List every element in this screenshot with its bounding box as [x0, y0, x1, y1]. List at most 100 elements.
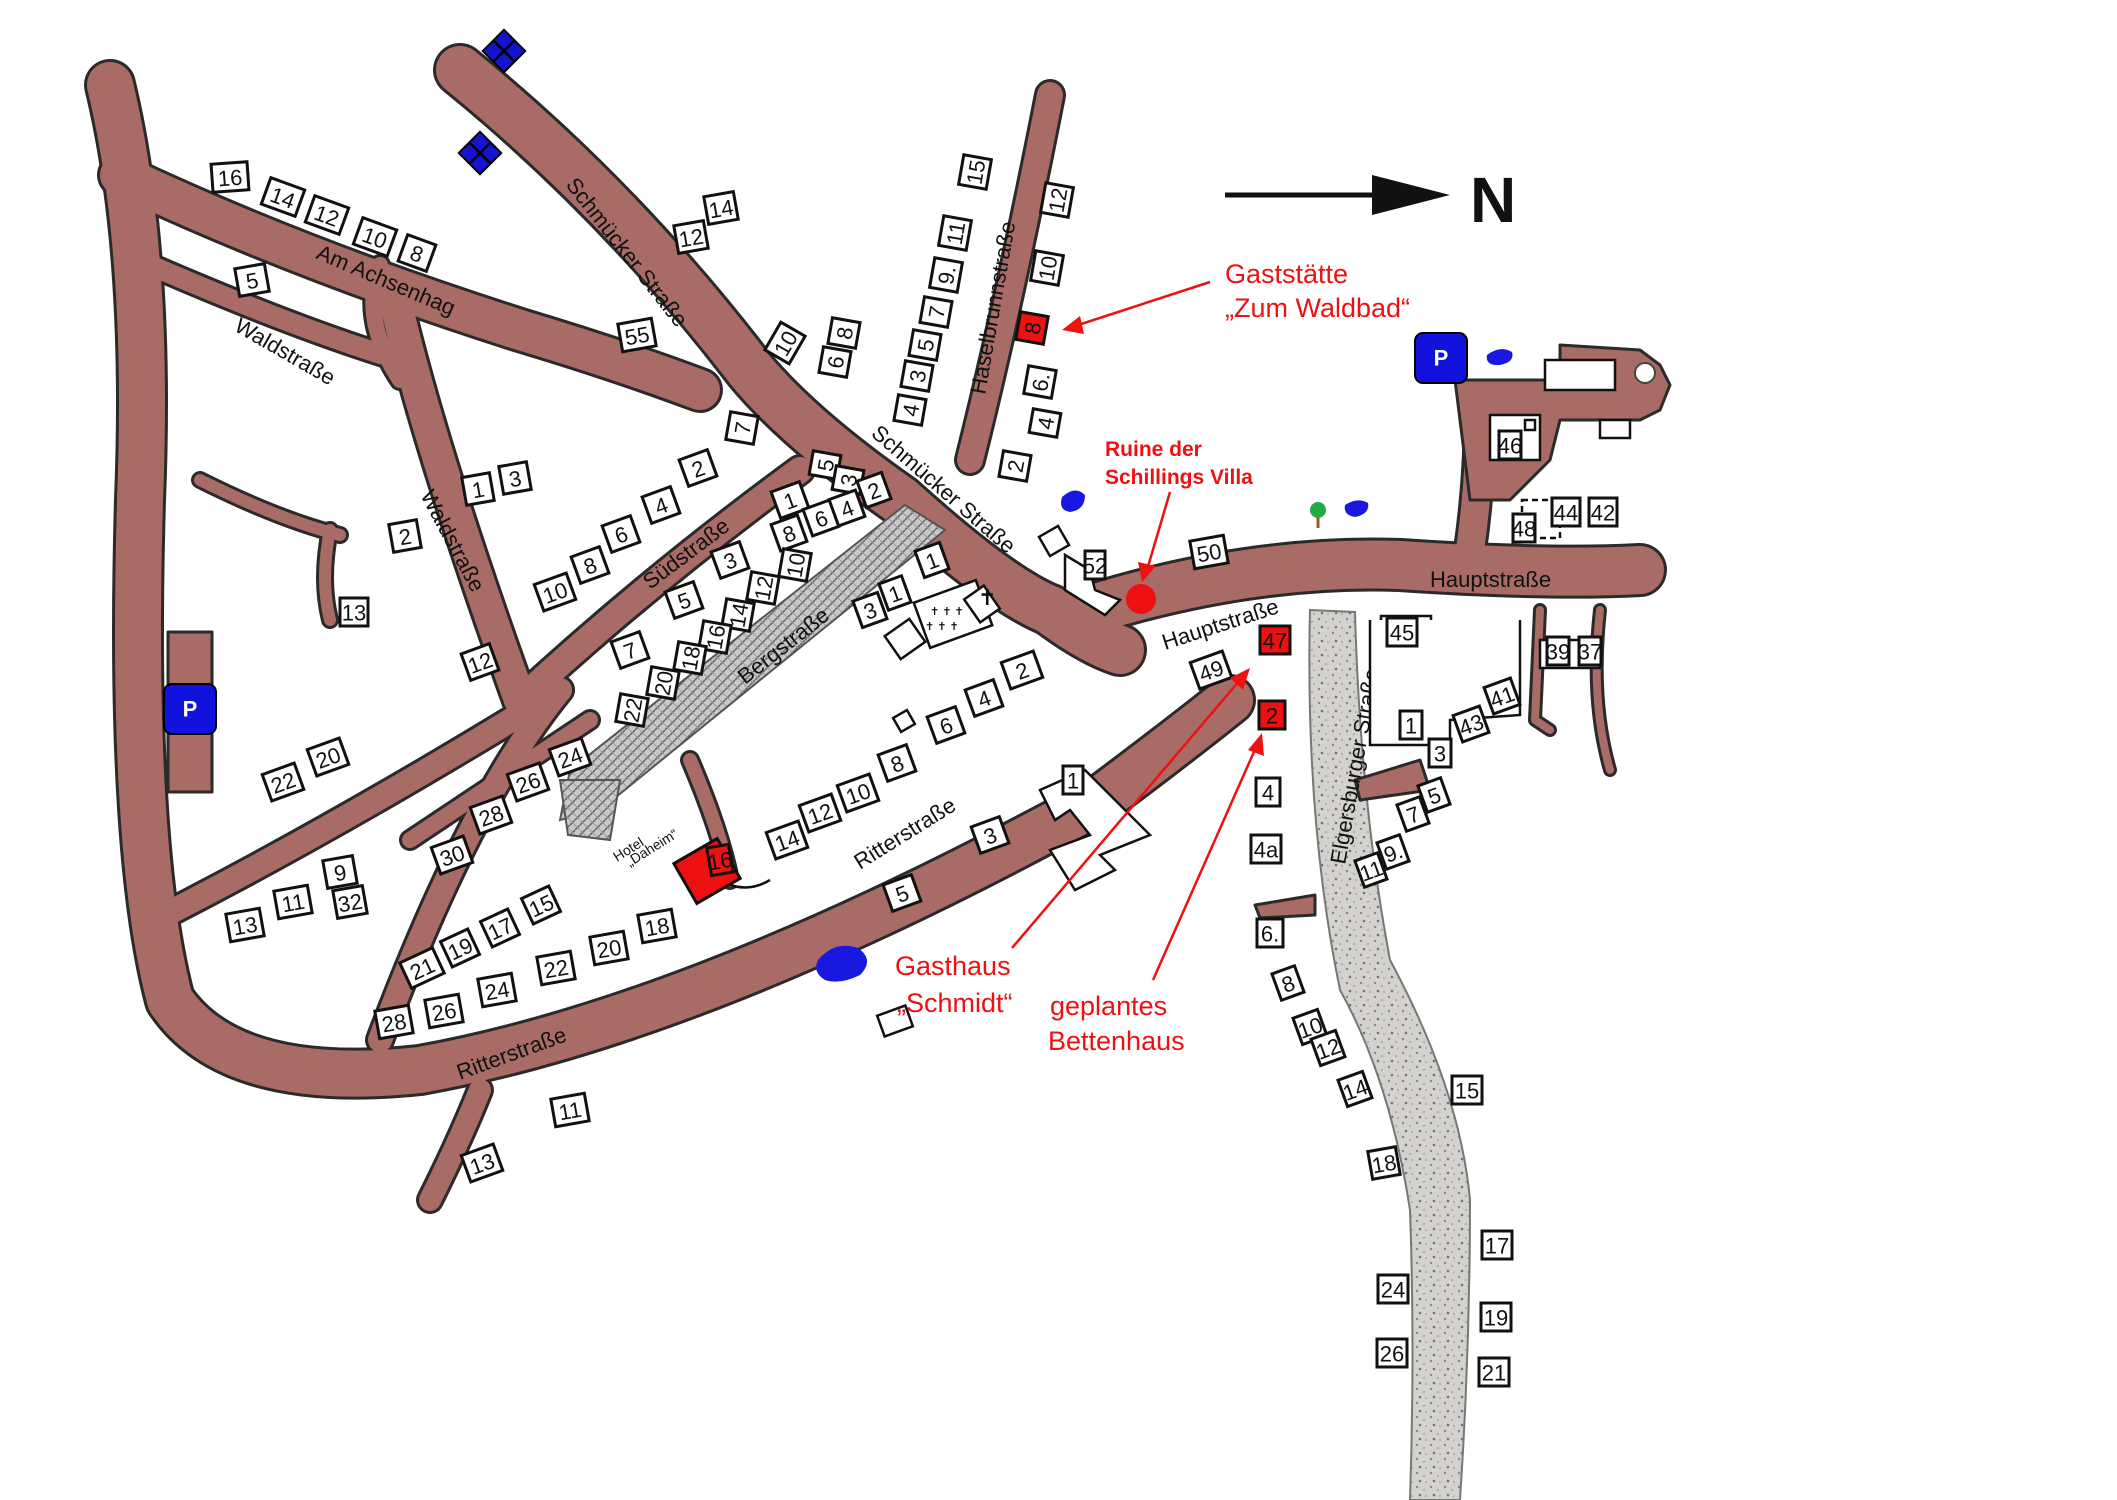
house-number-bergstrasse-1[interactable]: 1	[769, 479, 811, 521]
house-number-bergstrasse-18[interactable]: 18	[672, 640, 708, 676]
house-number-haselbrunn-12[interactable]: 12	[1038, 181, 1076, 219]
house-number-sudstrasse-6[interactable]: 6	[600, 513, 642, 555]
annotation-gasthaus[interactable]: Gasthaus „Schmidt“	[895, 668, 1250, 1018]
house-number-elgers-41[interactable]: 41	[1482, 676, 1522, 716]
house-number-haselbrunn-9[interactable]: 9.	[927, 256, 965, 294]
house-number-schmucker-6-8b[interactable]: 8	[826, 316, 862, 350]
house-number-elgers-26[interactable]: 26	[1375, 1337, 1409, 1369]
house-number-ritter-14[interactable]: 14	[764, 819, 810, 861]
house-number-ritter-2[interactable]: 2	[999, 649, 1045, 691]
house-number-bergstrasse-1b[interactable]: 1	[877, 573, 913, 613]
house-number-haupt-49[interactable]: 49	[1188, 649, 1234, 691]
house-number-bergstrasse-2[interactable]: 2	[855, 470, 893, 510]
house-number-waldstrasse-1[interactable]: 1	[460, 471, 496, 507]
house-number-elgers-9[interactable]: 9.	[1375, 832, 1411, 872]
house-number-elgers-8[interactable]: 8	[1270, 963, 1306, 1003]
house-number-elgers-7[interactable]: 7	[1395, 794, 1431, 834]
house-number-schmucker-12-14a[interactable]: 12	[672, 218, 710, 256]
house-number-elgers-1[interactable]: 1	[1398, 709, 1424, 741]
house-number-bergstrasse-10[interactable]: 10	[777, 547, 813, 583]
annotation-bettenhaus[interactable]: geplantes Bettenhaus	[1048, 733, 1264, 1056]
house-number-bergstrasse-20[interactable]: 20	[645, 665, 681, 701]
house-number-haupt-52[interactable]: 52	[1083, 549, 1107, 581]
house-number-elgers-4a[interactable]: 4a	[1249, 833, 1283, 865]
house-number-schmucker-12-14b[interactable]: 14	[702, 189, 740, 227]
house-number-haselbrunn-3[interactable]: 3	[899, 359, 935, 393]
house-number-haupt-42[interactable]: 42	[1587, 496, 1619, 528]
house-number-ritter-28[interactable]: 28	[468, 794, 514, 836]
house-number-waldstrasse-22[interactable]: 22	[260, 761, 306, 803]
house-number-elgers-12[interactable]: 12	[1309, 1028, 1347, 1068]
house-number-elgers-3[interactable]: 3	[1427, 737, 1453, 769]
house-number-ritter-9[interactable]: 9	[321, 853, 359, 891]
house-number-elgers-15[interactable]: 15	[1450, 1074, 1484, 1106]
house-number-ritter-15[interactable]: 15	[519, 883, 563, 927]
house-number-ritter-17[interactable]: 17	[478, 906, 522, 950]
house-number-waldstrasse-3[interactable]: 3	[497, 460, 533, 496]
house-number-bergstrasse-14[interactable]: 14	[720, 597, 756, 633]
house-number-am-achsenhag-16[interactable]: 16	[209, 160, 251, 194]
house-number-sudstrasse-10[interactable]: 10	[532, 571, 578, 613]
house-number-elgers-2[interactable]: 2	[1257, 699, 1287, 731]
house-number-haupt-47[interactable]: 47	[1258, 624, 1292, 656]
annotation-ruine[interactable]: Ruine der Schillings Villa	[1105, 438, 1253, 582]
house-number-bergstrasse-8[interactable]: 8	[769, 513, 809, 553]
house-number-sudstrasse-8[interactable]: 8	[569, 544, 611, 586]
house-number-bergstrasse-4[interactable]: 4	[827, 488, 867, 528]
house-number-haupt-50[interactable]: 50	[1188, 533, 1230, 571]
house-number-bergstrasse-3b[interactable]: 3	[851, 590, 889, 630]
house-number-elgers-21[interactable]: 21	[1477, 1356, 1511, 1388]
house-number-bergstrasse-1c[interactable]: 1	[913, 540, 951, 580]
house-number-haupt-1[interactable]: 1	[1061, 764, 1085, 796]
house-number-ritter-10[interactable]: 10	[835, 772, 881, 814]
house-number-ritter-11b[interactable]: 11	[549, 1091, 591, 1129]
house-number-sudstrasse-7[interactable]: 7	[609, 629, 651, 671]
house-number-haupt-46[interactable]: 46	[1497, 429, 1523, 461]
house-number-bergstrasse-3[interactable]: 3	[830, 464, 866, 496]
house-number-elgers-18[interactable]: 18	[1366, 1145, 1402, 1181]
house-number-waldstrasse-5[interactable]: 5	[233, 261, 271, 299]
house-number-ritter-20[interactable]: 20	[588, 929, 630, 967]
house-number-ritter-26b[interactable]: 26	[423, 992, 465, 1030]
house-number-ritter-24[interactable]: 24	[547, 736, 593, 778]
house-number-haselbrunn-4[interactable]: 4	[892, 393, 928, 427]
house-number-waldstrasse-13[interactable]: 13	[338, 596, 370, 628]
house-number-bergstrasse-22[interactable]: 22	[614, 692, 650, 728]
house-number-ritter-28b[interactable]: 28	[373, 1003, 415, 1041]
house-number-ritter-12[interactable]: 12	[797, 792, 843, 834]
house-number-sudstrasse-4[interactable]: 4	[640, 484, 682, 526]
house-number-elgers-24[interactable]: 24	[1376, 1273, 1410, 1305]
house-number-haupt-39[interactable]: 39	[1545, 635, 1571, 667]
house-number-ritter-8[interactable]: 8	[876, 742, 918, 784]
house-number-bergstrasse-5[interactable]: 5	[807, 449, 843, 481]
house-number-elgers-4[interactable]: 4	[1254, 776, 1282, 808]
ruine-marker-icon[interactable]	[1126, 584, 1156, 614]
house-number-elgers-6[interactable]: 6.	[1255, 917, 1285, 949]
house-number-elgers-19[interactable]: 19	[1479, 1301, 1513, 1333]
house-number-ritter-18[interactable]: 18	[636, 907, 678, 945]
house-number-sudstrasse-2[interactable]: 2	[677, 447, 719, 489]
house-number-haupt-37[interactable]: 37	[1577, 635, 1603, 667]
parking-east[interactable]: P	[1414, 332, 1468, 384]
house-number-ritter-16[interactable]: 16	[704, 842, 736, 878]
house-number-haselbrunn-7[interactable]: 7	[918, 295, 954, 329]
house-number-elgers-5[interactable]: 5	[1416, 775, 1452, 815]
house-number-am-achsenhag-14[interactable]: 14	[259, 175, 307, 219]
annotation-gaststaette[interactable]: Gaststätte „Zum Waldbad“	[1062, 259, 1410, 334]
house-number-ritter-4[interactable]: 4	[963, 677, 1005, 719]
house-number-am-achsenhag-12[interactable]: 12	[303, 193, 351, 237]
house-number-ritter-32[interactable]: 32	[331, 883, 369, 921]
house-number-haselbrunn-11[interactable]: 11	[936, 214, 974, 252]
house-number-ritter-13b[interactable]: 13	[459, 1142, 505, 1184]
house-number-haselbrunn-2[interactable]: 2	[997, 449, 1033, 483]
house-number-elgers-43[interactable]: 43	[1451, 704, 1491, 744]
parking-west[interactable]: P	[163, 683, 217, 735]
house-number-schmucker-6-8a[interactable]: 6	[817, 345, 853, 379]
house-number-bergstrasse-12[interactable]: 12	[745, 570, 781, 606]
house-number-haselbrunn-4b[interactable]: 4	[1027, 407, 1063, 439]
house-number-sudstrasse-3[interactable]: 3	[709, 539, 751, 581]
house-number-sudstrasse-5[interactable]: 5	[663, 579, 705, 621]
x-marker-1[interactable]	[481, 28, 527, 74]
house-number-haselbrunn-15[interactable]: 15	[956, 153, 994, 191]
